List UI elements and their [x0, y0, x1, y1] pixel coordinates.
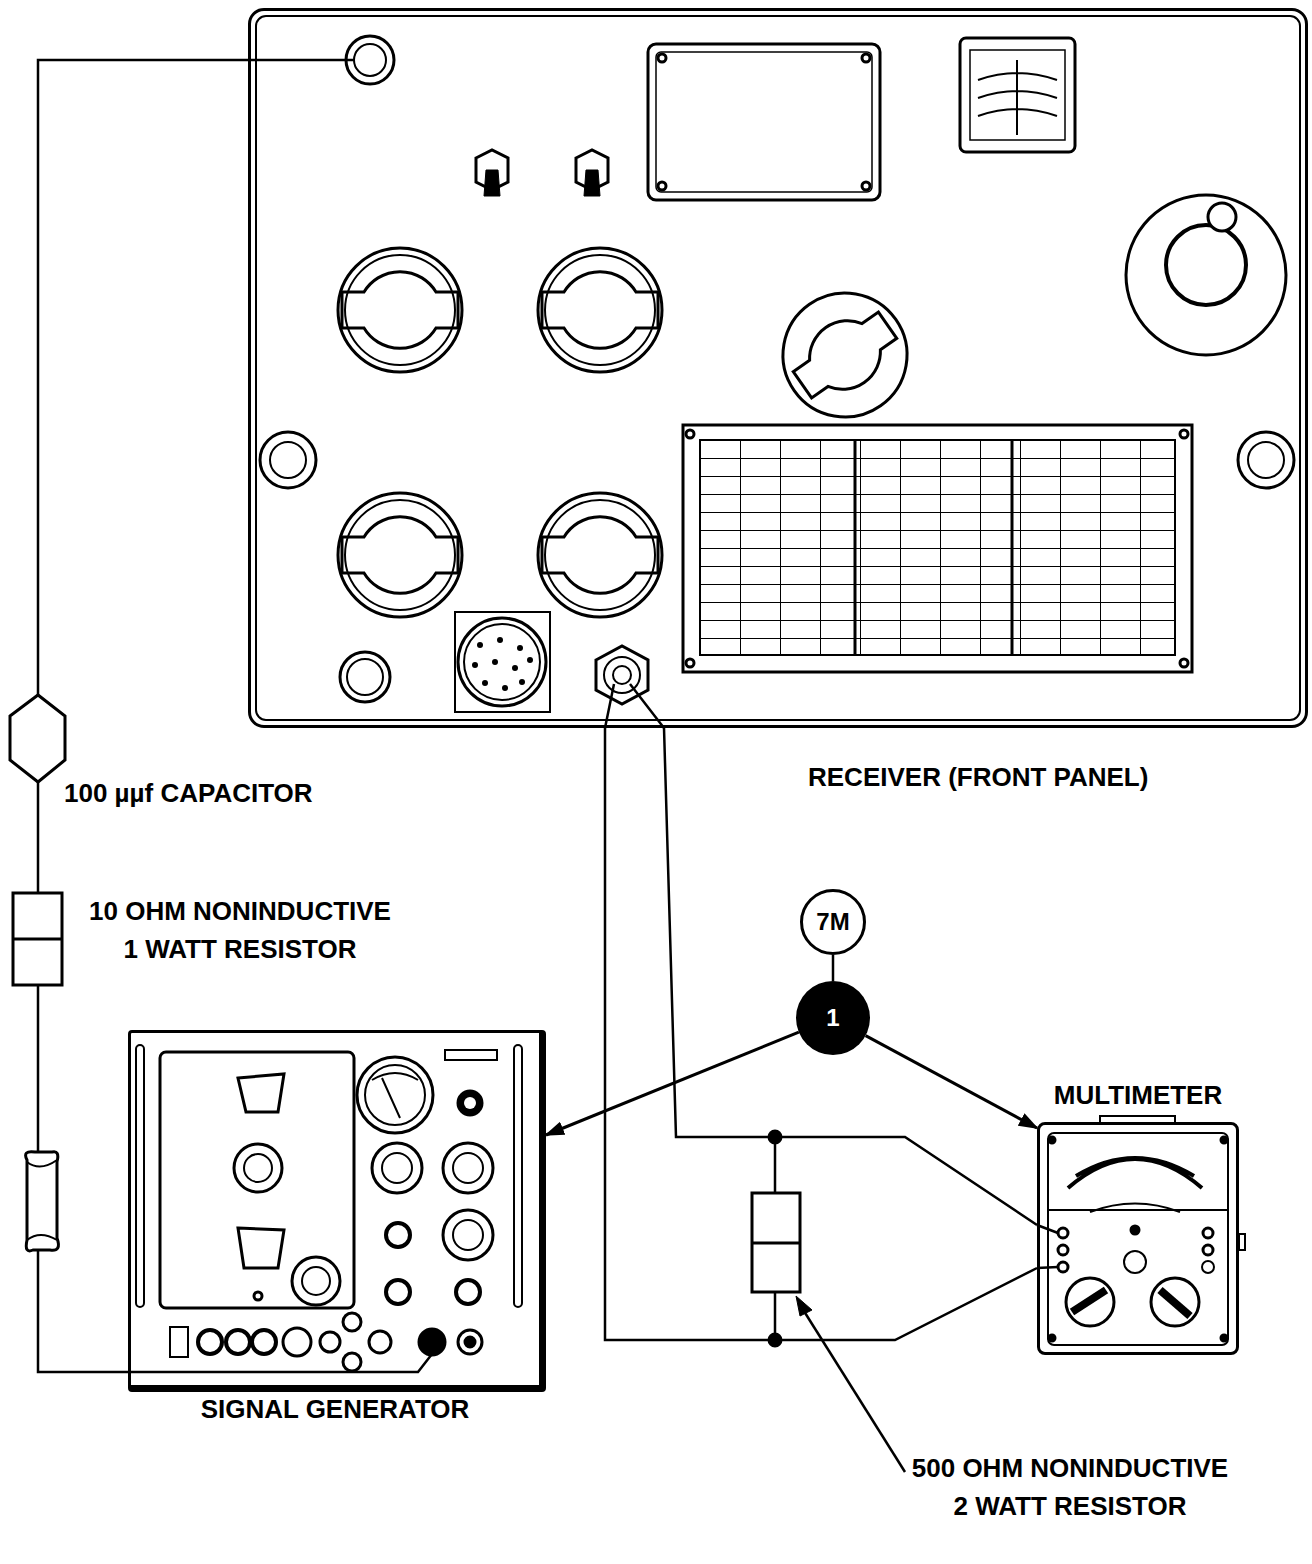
wire [605, 728, 1037, 1340]
receiver-panel: RECEIVER (FRONT PANEL) [248, 8, 1308, 728]
callout-arrow [866, 1036, 1037, 1128]
node-label: MULTIMETER [1054, 1077, 1223, 1115]
wire [664, 728, 1037, 1225]
node-label: RECEIVER (FRONT PANEL) [808, 759, 1148, 797]
resistor-symbol [752, 1193, 800, 1292]
signal-generator: SIGNAL GENERATOR [128, 1030, 546, 1392]
junction-dot [769, 1334, 781, 1346]
capacitor-symbol [10, 695, 65, 782]
component-label: 10 OHM NONINDUCTIVE 1 WATT RESISTOR [80, 893, 400, 968]
multimeter: MULTIMETER [1037, 1122, 1239, 1355]
wire [832, 955, 835, 981]
resistor-symbol [13, 893, 62, 985]
node-label: 7M [816, 905, 849, 940]
component-label: 100 µµf CAPACITOR [64, 775, 313, 813]
callout-arrow [546, 1032, 799, 1135]
junction-dot [769, 1131, 781, 1143]
node-label: SIGNAL GENERATOR [201, 1391, 470, 1429]
callout-circle: 7M [800, 889, 866, 955]
node-label: 1 [826, 1001, 839, 1036]
coax-symbol [26, 1152, 59, 1251]
wire [38, 60, 248, 1372]
callout-number: 1 [796, 981, 870, 1055]
component-label: 500 OHM NONINDUCTIVE 2 WATT RESISTOR [910, 1450, 1230, 1525]
